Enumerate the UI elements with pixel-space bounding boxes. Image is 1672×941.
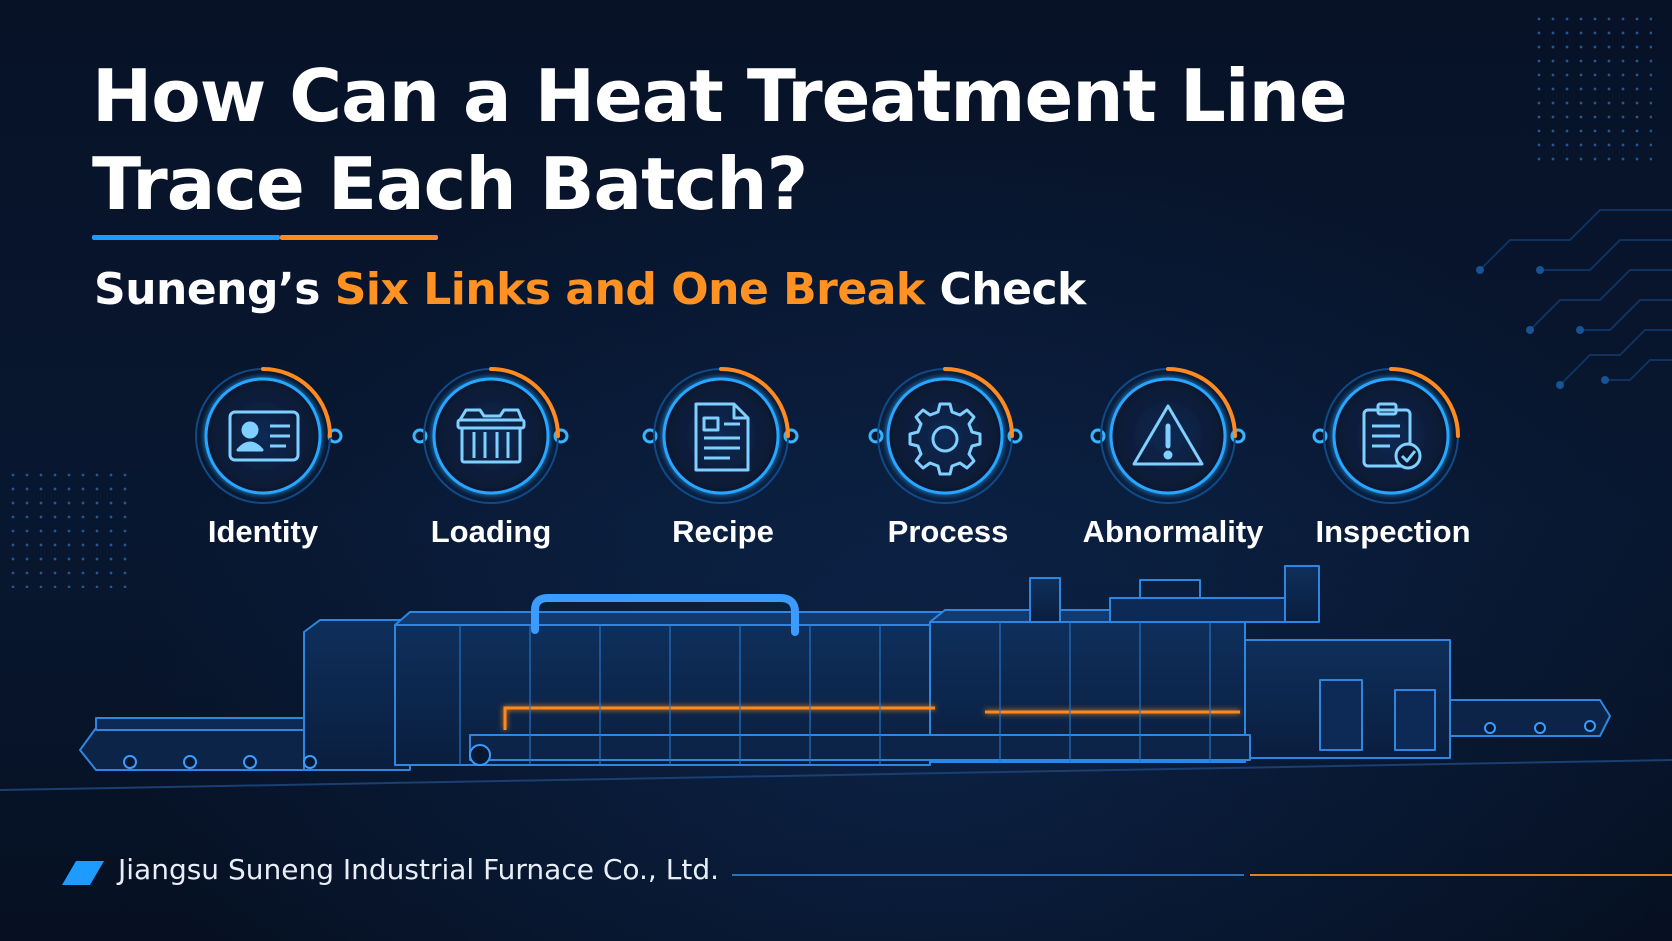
warning-icon bbox=[1132, 404, 1204, 466]
title-underline-orange bbox=[280, 235, 438, 240]
step-abnormality bbox=[1100, 367, 1237, 504]
company-name: Jiangsu Suneng Industrial Furnace Co., L… bbox=[118, 853, 719, 886]
step-label-inspection: Inspection bbox=[1315, 514, 1471, 549]
title-underline-blue bbox=[92, 235, 280, 240]
title-line-2: Trace Each Batch? bbox=[92, 142, 808, 226]
subtitle-prefix: Suneng’s bbox=[94, 264, 335, 315]
step-inspection bbox=[1323, 367, 1460, 504]
id-card-icon bbox=[228, 410, 300, 462]
step-process bbox=[877, 367, 1014, 504]
dot-grid-top-right bbox=[1532, 12, 1652, 162]
circuit-decoration bbox=[1476, 209, 1672, 389]
subtitle: Suneng’s Six Links and One Break Check bbox=[94, 262, 1086, 318]
page-title: How Can a Heat Treatment Line Trace Each… bbox=[92, 52, 1512, 228]
loading-basket-icon bbox=[456, 408, 526, 464]
step-label-abnormality: Abnormality bbox=[1082, 514, 1264, 549]
title-line-1: How Can a Heat Treatment Line bbox=[92, 54, 1348, 138]
step-identity bbox=[195, 367, 332, 504]
heat-treatment-line-illustration bbox=[0, 565, 1672, 791]
subtitle-highlight: Six Links and One Break bbox=[334, 264, 925, 315]
gear-icon bbox=[908, 402, 982, 476]
heated-rail bbox=[503, 706, 1240, 730]
subtitle-suffix: Check bbox=[924, 264, 1086, 315]
step-label-identity: Identity bbox=[207, 514, 319, 549]
footer-line-blue bbox=[732, 874, 1244, 876]
step-label-process: Process bbox=[887, 514, 1009, 549]
step-label-recipe: Recipe bbox=[672, 514, 774, 549]
step-recipe bbox=[653, 367, 790, 504]
company-logo-mark bbox=[62, 861, 104, 885]
step-label-loading: Loading bbox=[430, 514, 552, 549]
step-chain bbox=[195, 367, 1460, 504]
step-loading bbox=[423, 367, 560, 504]
dot-grid-left bbox=[6, 468, 136, 588]
clipboard-check-icon bbox=[1362, 402, 1422, 470]
footer-line-orange bbox=[1250, 874, 1672, 876]
document-icon bbox=[694, 402, 750, 472]
